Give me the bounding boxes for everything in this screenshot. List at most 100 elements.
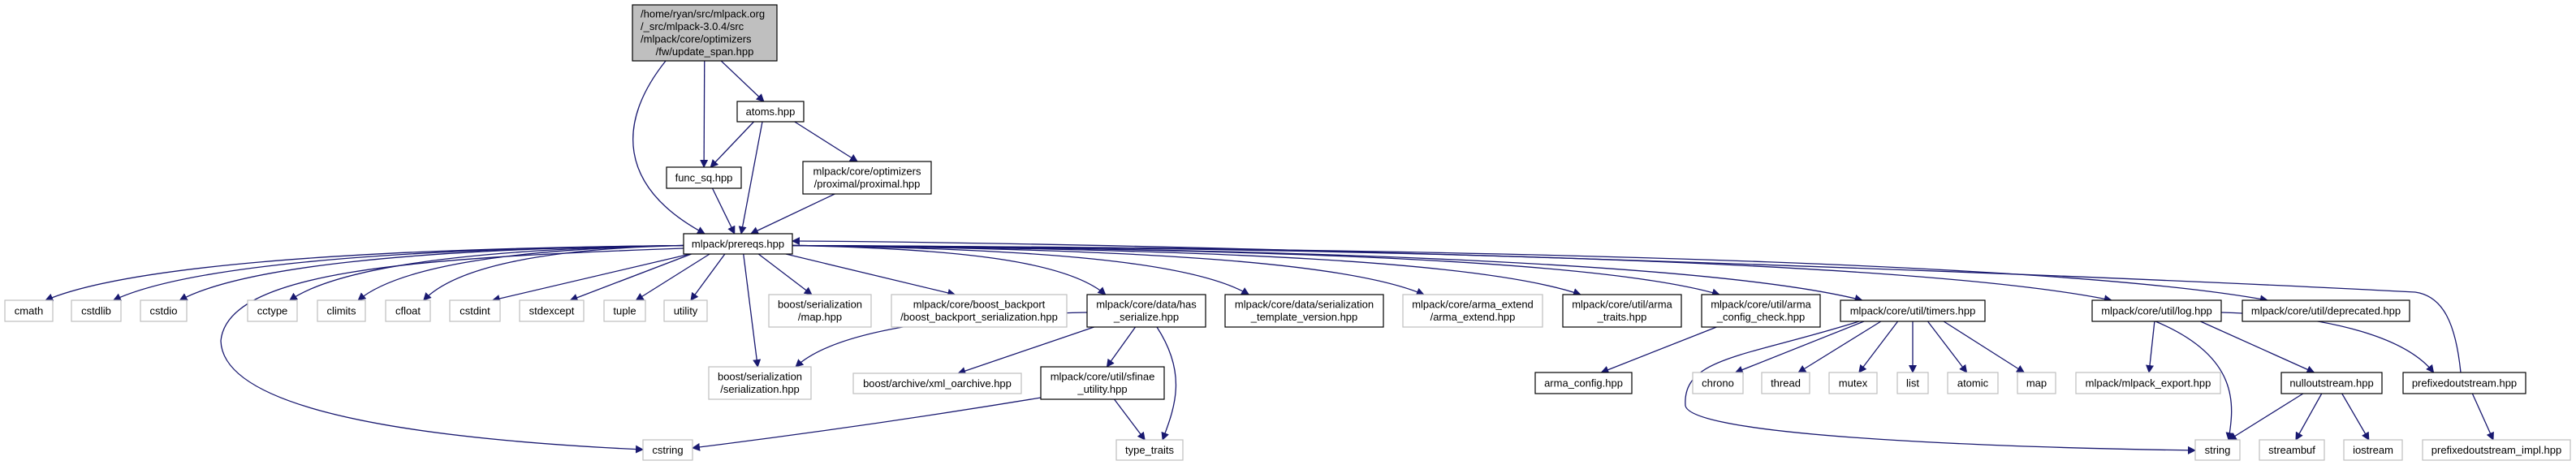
node-arma_cfg_check[interactable]: mlpack/core/util/arma_config_check.hpp: [1701, 294, 1821, 328]
node-bmap[interactable]: boost/serialization/map.hpp: [768, 294, 872, 328]
node-box[interactable]: [449, 299, 501, 322]
node-timers[interactable]: mlpack/core/util/timers.hpp: [1840, 299, 1986, 322]
node-streambuf[interactable]: streambuf: [2259, 439, 2325, 461]
node-cstring[interactable]: cstring: [642, 439, 693, 461]
node-iostream[interactable]: iostream: [2343, 439, 2403, 461]
node-box[interactable]: [247, 299, 298, 322]
node-box[interactable]: [2402, 372, 2526, 394]
edge-timers-to-thread: [1797, 321, 1882, 373]
node-label: mlpack/core/util/deprecated.hpp: [2251, 304, 2401, 316]
node-utility[interactable]: utility: [663, 299, 708, 322]
node-box[interactable]: [2091, 299, 2222, 322]
node-box[interactable]: [2017, 372, 2056, 394]
node-export[interactable]: mlpack/mlpack_export.hpp: [2075, 372, 2221, 394]
node-box[interactable]: [1086, 294, 1206, 328]
node-box[interactable]: [1402, 294, 1543, 328]
node-prefixed[interactable]: prefixedoutstream.hpp: [2402, 372, 2526, 394]
node-box[interactable]: [1115, 439, 1184, 461]
node-box[interactable]: [317, 299, 366, 322]
node-nullout[interactable]: nulloutstream.hpp: [2280, 372, 2383, 394]
node-box[interactable]: [768, 294, 872, 328]
node-prereqs[interactable]: mlpack/prereqs.hpp: [683, 233, 793, 255]
node-box[interactable]: [71, 299, 122, 322]
node-xml[interactable]: boost/archive/xml_oarchive.hpp: [852, 372, 1022, 394]
node-arma_traits[interactable]: mlpack/core/util/arma_traits.hpp: [1562, 294, 1682, 328]
edge-has_ser-to-xml: [957, 326, 1094, 375]
node-box[interactable]: [1828, 372, 1878, 394]
node-backport[interactable]: mlpack/core/boost_backport/boost_backpor…: [891, 294, 1068, 328]
node-string[interactable]: string: [2194, 439, 2241, 461]
node-cctype[interactable]: cctype: [247, 299, 298, 322]
node-box[interactable]: [519, 299, 585, 322]
node-box[interactable]: [1534, 372, 1633, 394]
node-label: list: [1906, 377, 1919, 389]
node-box[interactable]: [2259, 439, 2325, 461]
node-box[interactable]: [663, 299, 708, 322]
node-cfloat[interactable]: cfloat: [385, 299, 431, 322]
node-arma_extend[interactable]: mlpack/core/arma_extend/arma_extend.hpp: [1402, 294, 1543, 328]
node-deprecated[interactable]: mlpack/core/util/deprecated.hpp: [2242, 299, 2410, 322]
node-func_sq[interactable]: func_sq.hpp: [666, 166, 742, 189]
node-box[interactable]: [2280, 372, 2383, 394]
node-chrono[interactable]: chrono: [1692, 372, 1744, 394]
node-map[interactable]: map: [2017, 372, 2056, 394]
node-prefixed_impl[interactable]: prefixedoutstream_impl.hpp: [2422, 439, 2571, 461]
edge-root-to-atoms: [720, 60, 765, 102]
node-box[interactable]: [2343, 439, 2403, 461]
node-box[interactable]: [891, 294, 1068, 328]
node-box[interactable]: [1040, 366, 1165, 400]
node-root[interactable]: /home/ryan/src/mlpack.org/_src/mlpack-3.…: [632, 4, 778, 62]
node-box[interactable]: [632, 4, 778, 62]
node-mutex[interactable]: mutex: [1828, 372, 1878, 394]
node-label: mlpack/core/arma_extend: [1412, 299, 1534, 311]
node-tuple[interactable]: tuple: [603, 299, 646, 322]
node-cstdint[interactable]: cstdint: [449, 299, 501, 322]
node-ser_hpp[interactable]: boost/serialization/serialization.hpp: [708, 366, 812, 400]
node-stdexcept[interactable]: stdexcept: [519, 299, 585, 322]
node-cmath[interactable]: cmath: [4, 299, 54, 322]
node-box[interactable]: [385, 299, 431, 322]
node-atomic[interactable]: atomic: [1947, 372, 1999, 394]
node-box[interactable]: [852, 372, 1022, 394]
node-label: _traits.hpp: [1597, 311, 1647, 323]
node-box[interactable]: [1224, 294, 1384, 328]
node-box[interactable]: [1840, 299, 1986, 322]
node-atoms[interactable]: atoms.hpp: [736, 101, 805, 123]
node-box[interactable]: [2242, 299, 2410, 322]
node-box[interactable]: [2194, 439, 2241, 461]
node-box[interactable]: [140, 299, 188, 322]
node-box[interactable]: [4, 299, 54, 322]
node-box[interactable]: [1701, 294, 1821, 328]
node-box[interactable]: [2075, 372, 2221, 394]
node-box[interactable]: [1692, 372, 1744, 394]
node-box[interactable]: [1562, 294, 1682, 328]
node-box[interactable]: [708, 366, 812, 400]
node-list[interactable]: list: [1896, 372, 1929, 394]
node-box[interactable]: [1947, 372, 1999, 394]
edge-proximal-to-prereqs: [749, 193, 835, 235]
node-label: map: [2026, 377, 2047, 389]
node-log[interactable]: mlpack/core/util/log.hpp: [2091, 299, 2222, 322]
node-box[interactable]: [666, 166, 742, 189]
node-box[interactable]: [802, 161, 932, 195]
node-box[interactable]: [683, 233, 793, 255]
node-cstdio[interactable]: cstdio: [140, 299, 188, 322]
node-box[interactable]: [603, 299, 646, 322]
node-proximal[interactable]: mlpack/core/optimizers/proximal/proximal…: [802, 161, 932, 195]
node-climits[interactable]: climits: [317, 299, 366, 322]
node-box[interactable]: [2422, 439, 2571, 461]
node-sfinae[interactable]: mlpack/core/util/sfinae_utility.hpp: [1040, 366, 1165, 400]
node-box[interactable]: [736, 101, 805, 123]
node-type_traits[interactable]: type_traits: [1115, 439, 1184, 461]
edge-prereqs-to-ser_hpp: [743, 253, 762, 368]
node-ser_tmpl[interactable]: mlpack/core/data/serialization_template_…: [1224, 294, 1384, 328]
node-thread[interactable]: thread: [1761, 372, 1810, 394]
node-arma_config[interactable]: arma_config.hpp: [1534, 372, 1633, 394]
node-box[interactable]: [1761, 372, 1810, 394]
node-cstdlib[interactable]: cstdlib: [71, 299, 122, 322]
node-box[interactable]: [642, 439, 693, 461]
node-label: cstdio: [150, 304, 178, 316]
node-box[interactable]: [1896, 372, 1929, 394]
node-label: climits: [326, 304, 356, 316]
node-has_ser[interactable]: mlpack/core/data/has_serialize.hpp: [1086, 294, 1206, 328]
